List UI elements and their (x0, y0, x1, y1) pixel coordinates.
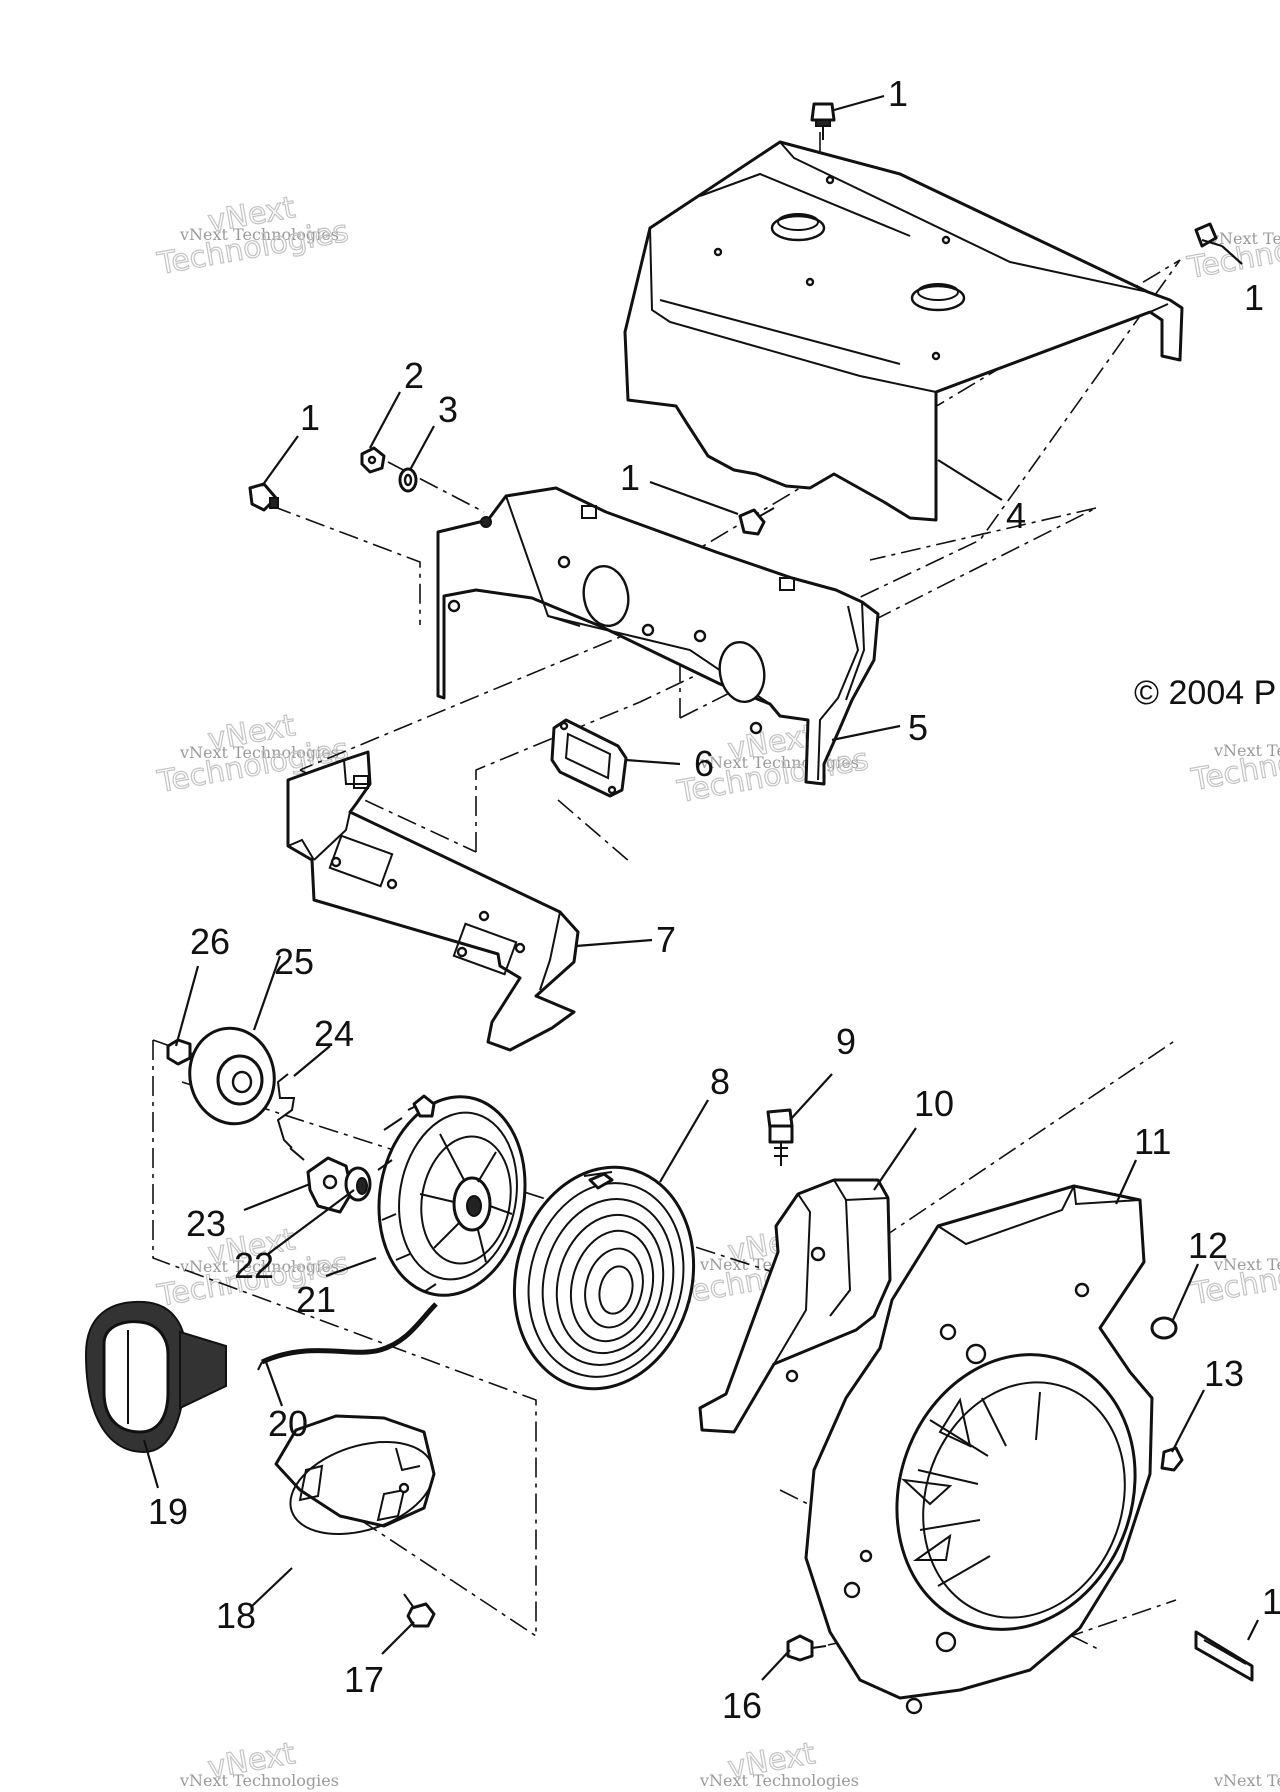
callout-19: 19 (148, 1491, 188, 1532)
part-18-cup (274, 1414, 436, 1536)
callout-9: 9 (836, 1021, 856, 1062)
callout-22: 22 (234, 1245, 274, 1286)
screw-17 (403, 1593, 436, 1628)
callout-25: 25 (274, 941, 314, 982)
callout-15-partial: 1 (1262, 1581, 1280, 1622)
part-8-recoil-spring (512, 1165, 696, 1391)
part-6-gasket (550, 718, 628, 798)
part-19-handle (84, 1300, 227, 1454)
screw-1-middle (738, 507, 775, 536)
svg-text:vNext Technologies: vNext Technologies (1213, 1771, 1280, 1790)
callout-26: 26 (190, 921, 230, 962)
pulley-25 (188, 1026, 276, 1126)
callout-1-left: 1 (300, 397, 320, 438)
callout-20: 20 (268, 1403, 308, 1444)
callout-24: 24 (314, 1013, 354, 1054)
svg-text:vNext Technologies: vNext Technologies (179, 1771, 339, 1790)
screw-1-top (810, 102, 836, 140)
bushing-22 (344, 1166, 372, 1202)
leader-lines (142, 94, 1259, 1681)
screw-1-right (1194, 222, 1223, 248)
callout-4: 4 (1006, 495, 1026, 536)
svg-text:vNext Technologies: vNext Technologies (179, 743, 339, 762)
part-11-fan-housing (804, 1184, 1154, 1715)
callout-8: 8 (710, 1061, 730, 1102)
watermark: vNext Technologies (1213, 1771, 1280, 1790)
svg-text:vNext Technologies: vNext Technologies (1213, 1255, 1280, 1274)
part-4-top-shroud (623, 140, 1184, 522)
pulley-assembly (166, 1026, 372, 1214)
watermark: vNext Technologies Technologies (1188, 729, 1280, 798)
watermark: vNext Technologies Technologies vNext (154, 190, 352, 283)
copyright-notice: © 2004 P (1134, 674, 1276, 712)
nut-26 (166, 1038, 192, 1066)
part-10-bracket (698, 1178, 892, 1434)
screw-1-left (248, 482, 279, 512)
part-7-lower-bracket (286, 750, 580, 1052)
washer-3 (398, 467, 418, 493)
callout-12: 12 (1188, 1225, 1228, 1266)
callout-labels: 1 1 1 1 2 3 4 5 6 7 8 9 10 11 12 13 1 16… (148, 73, 1280, 1726)
svg-text:vNext Technologies: vNext Technologies (1209, 229, 1280, 248)
callout-16: 16 (722, 1685, 762, 1726)
screw-9 (766, 1108, 794, 1166)
callout-21: 21 (296, 1279, 336, 1320)
callout-10: 10 (914, 1083, 954, 1124)
callout-1-middle: 1 (620, 457, 640, 498)
callout-13: 13 (1204, 1353, 1244, 1394)
svg-text:vNext Technologies: vNext Technologies (179, 225, 339, 244)
callout-1-right: 1 (1244, 277, 1264, 318)
part-20-rope (257, 1302, 438, 1371)
callout-11: 11 (1134, 1121, 1171, 1162)
nut-2 (360, 446, 386, 474)
callout-23: 23 (186, 1203, 226, 1244)
callout-17: 17 (344, 1659, 384, 1700)
svg-text:vNext Technologies: vNext Technologies (699, 1771, 859, 1790)
callout-2: 2 (404, 355, 424, 396)
svg-text:vNext Technologies: vNext Technologies (179, 1257, 339, 1276)
spring-24 (276, 1073, 305, 1161)
fasteners-top (248, 102, 1223, 536)
fasteners-right (786, 1316, 1254, 1682)
part-21-rope-pulley (377, 1094, 527, 1297)
svg-text:vNext Technologies: vNext Technologies (1213, 741, 1280, 760)
callout-1-top: 1 (888, 73, 908, 114)
watermark: vNext Technologies vNext (179, 1736, 339, 1790)
part-5-heat-shield (436, 486, 880, 786)
callout-3: 3 (438, 389, 458, 430)
nut-12 (1150, 1316, 1178, 1340)
callout-7: 7 (656, 919, 676, 960)
screw-16 (786, 1634, 827, 1662)
callout-18: 18 (216, 1595, 256, 1636)
callout-6: 6 (694, 743, 714, 784)
watermark: vNext Technologies vNext (699, 1736, 859, 1790)
clip-15 (1194, 1630, 1254, 1682)
callout-5: 5 (908, 707, 928, 748)
